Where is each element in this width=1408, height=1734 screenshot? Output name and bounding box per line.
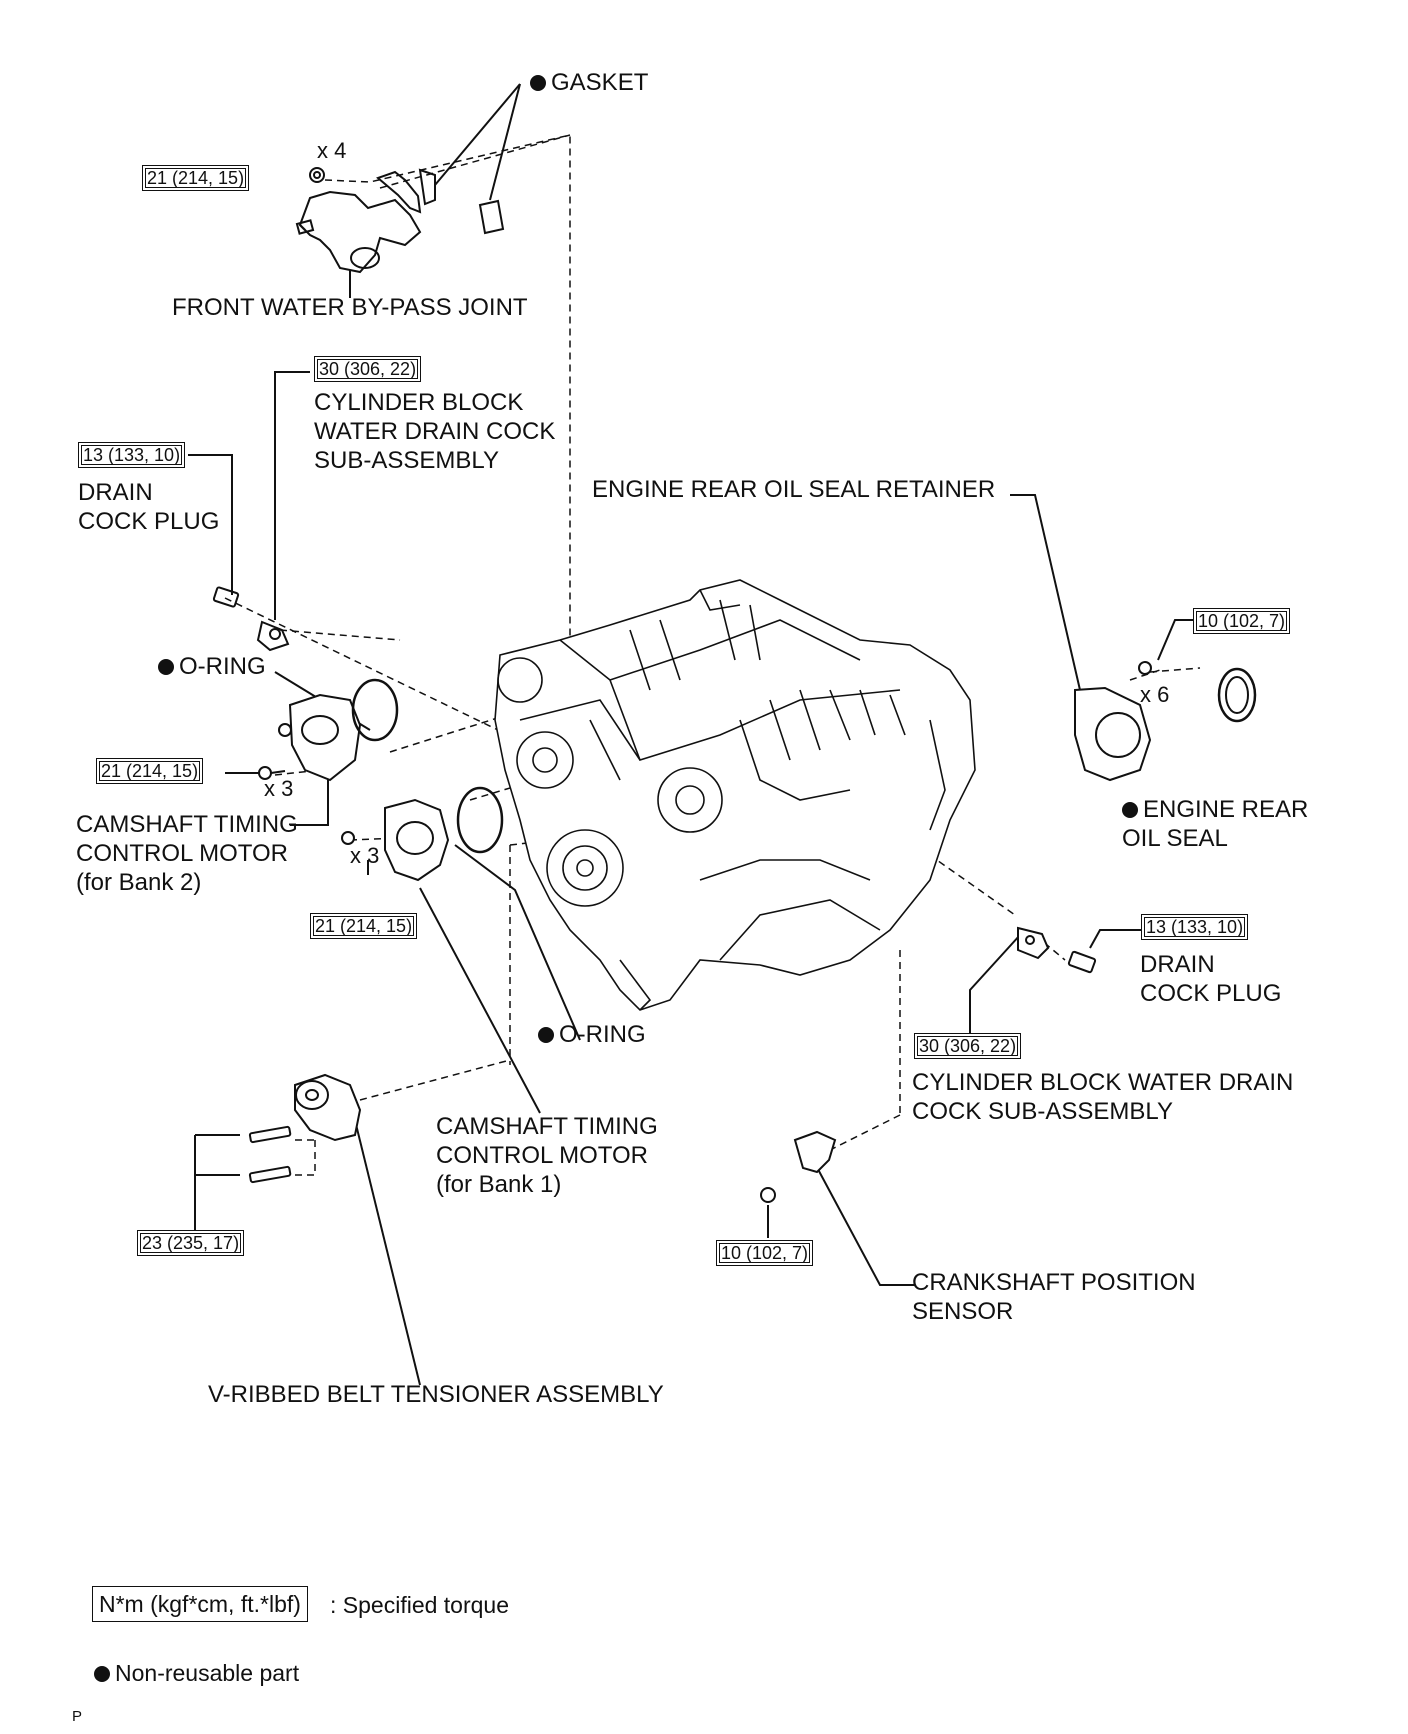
front-water-bypass-joint-drawing [295, 167, 505, 274]
gasket-text: GASKET [551, 69, 649, 96]
v-ribbed-belt-tensioner-label: V-RIBBED BELT TENSIONER ASSEMBLY [208, 1381, 664, 1408]
rear-oil-seal-drawing [1217, 667, 1257, 723]
right-drain-parts-drawing [1017, 926, 1097, 974]
bank2-bolt-quantity: x 3 [264, 776, 294, 801]
camshaft-motor-bank2-label: CAMSHAFT TIMING CONTROL MOTOR (for Bank … [76, 811, 298, 896]
bank1-bolt-quantity: x 3 [350, 843, 380, 868]
oring-lower-label: O-RING [538, 1020, 646, 1049]
legend-torque-box: N*m (kgf*cm, ft.*lbf) [92, 1586, 308, 1622]
torque-drain-plug-right: 13 (133, 10) [1141, 914, 1249, 940]
drain-cock-plug-right-label: DRAIN COCK PLUG [1140, 951, 1282, 1007]
rear-oil-seal-retainer-drawing [1074, 661, 1152, 782]
torque-bank2-motor: 21 (214, 15) [96, 758, 204, 784]
page-code: P [72, 1708, 83, 1725]
camshaft-motor-bank1-label: CAMSHAFT TIMING CONTROL MOTOR (for Bank … [436, 1113, 658, 1198]
camshaft-motor-bank1-drawing [341, 786, 504, 882]
legend-nonreusable-text: Non-reusable part [115, 1660, 300, 1686]
torque-front-bypass: 21 (214, 15) [142, 165, 250, 191]
bypass-nut-quantity: x 4 [317, 138, 347, 163]
legend-torque-desc: : Specified torque [330, 1592, 510, 1618]
nonreusable-bullet-icon [538, 1027, 554, 1043]
torque-drain-plug-left: 13 (133, 10) [78, 442, 186, 468]
engine-rear-oil-seal-retainer-label: ENGINE REAR OIL SEAL RETAINER [592, 476, 996, 503]
leader-lines [188, 83, 1195, 1386]
torque-drain-cock-right: 30 (306, 22) [914, 1033, 1022, 1059]
front-water-bypass-joint-label: FRONT WATER BY-PASS JOINT [172, 294, 528, 321]
crank-sensor-drawing [760, 1130, 837, 1203]
oring-upper-text: O-RING [179, 653, 266, 680]
torque-crank-sensor: 10 (102, 7) [716, 1240, 814, 1266]
camshaft-motor-bank2-drawing [258, 678, 399, 782]
crankshaft-position-sensor-label: CRANKSHAFT POSITION SENSOR [912, 1269, 1196, 1325]
nonreusable-bullet-icon [530, 75, 546, 91]
nonreusable-bullet-icon [94, 1666, 110, 1682]
cyl-block-drain-cock-right-label: CYLINDER BLOCK WATER DRAIN COCK SUB-ASSE… [912, 1069, 1294, 1125]
gasket-label: GASKET [530, 68, 648, 97]
torque-rear-retainer: 10 (102, 7) [1193, 608, 1291, 634]
engine-rear-oil-seal-label: ENGINE REAR OIL SEAL [1122, 795, 1308, 853]
nonreusable-bullet-icon [1122, 802, 1138, 818]
torque-bank1-motor: 21 (214, 15) [310, 913, 418, 939]
belt-tensioner-drawing [248, 1073, 362, 1184]
legend-nonreusable: Non-reusable part [94, 1660, 299, 1687]
oring-upper-label: O-RING [158, 652, 266, 681]
engine-block-drawing [494, 579, 976, 1011]
left-drain-parts-drawing [212, 586, 290, 652]
cyl-block-drain-cock-top-label: CYLINDER BLOCK WATER DRAIN COCK SUB-ASSE… [314, 389, 556, 474]
nonreusable-bullet-icon [158, 659, 174, 675]
oring-lower-text: O-RING [559, 1021, 646, 1048]
torque-tensioner: 23 (235, 17) [137, 1230, 245, 1256]
drain-cock-plug-left-label: DRAIN COCK PLUG [78, 479, 220, 535]
retainer-bolt-quantity: x 6 [1140, 682, 1170, 707]
torque-drain-cock-top: 30 (306, 22) [314, 356, 422, 382]
engine-rear-oil-seal-text: ENGINE REAR OIL SEAL [1122, 796, 1309, 852]
